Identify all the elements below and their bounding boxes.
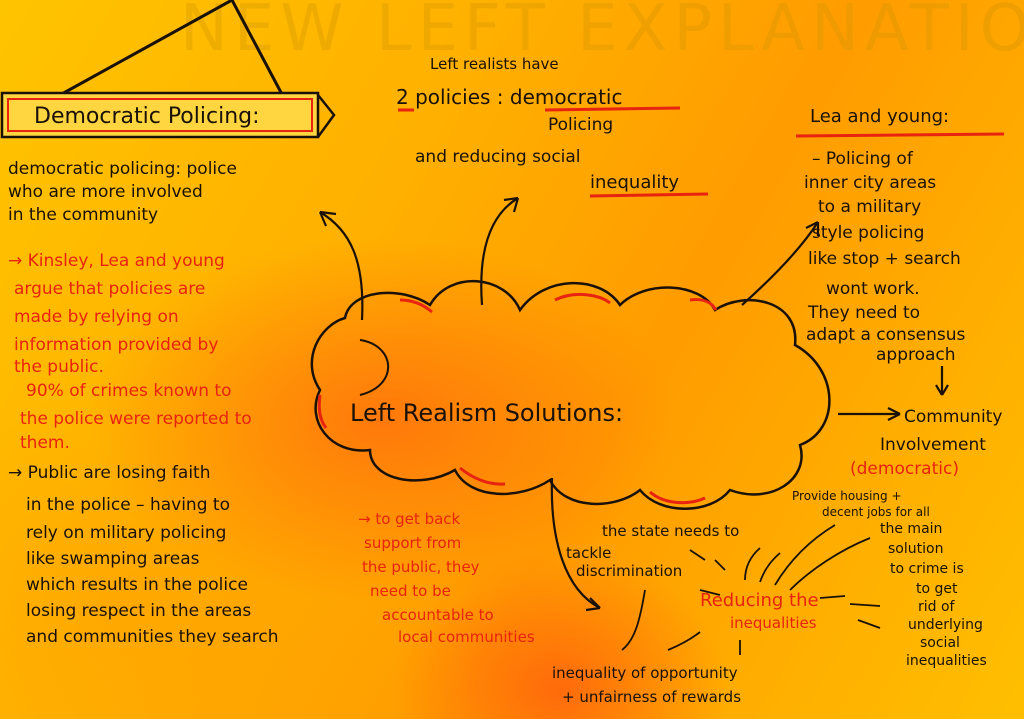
underline-democratic <box>544 106 681 112</box>
reducing-line: inequalities <box>730 614 817 632</box>
lea-young-line: like stop + search <box>808 249 961 269</box>
solution-line: to get <box>916 581 958 597</box>
cloud-outline <box>310 280 831 510</box>
kinsley-line: the police were reported to <box>20 409 252 429</box>
faith-line: losing respect in the areas <box>26 601 252 621</box>
underline-lea-young <box>795 132 1005 138</box>
kinsley-line: argue that policies are <box>14 279 206 299</box>
solution-line: social <box>920 635 960 651</box>
kinsley-line: → Kinsley, Lea and young <box>8 251 225 271</box>
kinsley-line: 90% of crimes known to <box>26 381 232 401</box>
policies-democratic: democratic <box>509 85 623 109</box>
cloud-red-accent <box>554 292 611 305</box>
banner-title: Democratic Policing: <box>34 104 260 129</box>
background-title: NEW LEFT EXPLANATIONS <box>180 0 1024 66</box>
policies-policing: Policing <box>548 115 614 135</box>
definition-line: democratic policing: police <box>8 159 237 179</box>
community-line2: Involvement <box>880 435 986 455</box>
policies-reducing: and reducing social <box>415 147 581 167</box>
reducing-line: Reducing the <box>700 590 819 611</box>
kinsley-line: the public. <box>14 357 104 377</box>
kinsley-line: made by relying on <box>14 307 179 327</box>
cloud-red-accent <box>317 394 328 429</box>
faith-line: like swamping areas <box>26 549 200 569</box>
support-line: → to get back <box>358 510 461 528</box>
community-line1: Community <box>904 407 1003 427</box>
kinsley-line: information provided by <box>14 335 219 355</box>
opportunity-line: inequality of opportunity <box>552 664 738 682</box>
lea-young-line: wont work. <box>826 279 920 299</box>
lea-young-line: to a military <box>818 197 922 217</box>
support-line: accountable to <box>382 606 494 624</box>
arrow-to-democratic-policing <box>319 211 364 321</box>
cloud-title: Left Realism Solutions: <box>350 399 624 427</box>
faith-line: → Public are losing faith <box>8 463 211 483</box>
banner-inner-box <box>7 98 313 132</box>
policies-text: policies : <box>408 85 510 109</box>
solution-line: inequalities <box>906 653 987 669</box>
banner-tail <box>316 94 336 138</box>
definition-line: who are more involved <box>8 182 203 202</box>
housing-line: Provide housing + <box>792 489 902 503</box>
faith-line: which results in the police <box>26 575 248 595</box>
faith-line: and communities they search <box>26 627 279 647</box>
support-line: need to be <box>370 582 451 600</box>
solution-line: to crime is <box>890 561 964 577</box>
solution-line: the main <box>880 521 943 537</box>
solution-line: underlying <box>908 617 983 633</box>
lea-young-line: approach <box>876 345 956 365</box>
policies-line: 2 policies : democratic <box>396 86 622 108</box>
arrow-to-lea-young <box>741 221 819 306</box>
arrow-to-policies <box>480 197 519 306</box>
lea-young-line: – Policing of <box>812 149 913 169</box>
state-line: tackle <box>566 544 612 562</box>
support-line: the public, they <box>362 558 480 576</box>
support-line: support from <box>364 534 462 552</box>
cloud-red-accent <box>649 490 706 505</box>
state-line: discrimination <box>576 562 683 580</box>
kinsley-line: them. <box>20 433 70 453</box>
solution-line: solution <box>888 541 944 557</box>
community-line3: (democratic) <box>850 459 959 479</box>
cloud-red-accent <box>689 298 718 311</box>
faith-line: rely on military policing <box>26 523 227 543</box>
lea-young-line: They need to <box>808 303 921 323</box>
support-line: local communities <box>398 628 535 646</box>
triangle-outline <box>59 0 287 101</box>
policies-intro: Left realists have <box>430 55 559 73</box>
arrow-to-inequalities <box>550 477 601 609</box>
housing-line: decent jobs for all <box>822 505 930 519</box>
state-line: the state needs to <box>602 522 740 540</box>
policies-count: 2 <box>396 85 409 109</box>
definition-line: in the community <box>8 205 159 225</box>
cloud-red-accent <box>459 466 506 486</box>
inequality-rays <box>621 524 881 655</box>
underline-inequality <box>589 192 709 198</box>
lea-young-line: inner city areas <box>804 173 937 193</box>
cloud-inner-curl <box>359 339 390 396</box>
policies-inequality: inequality <box>590 172 680 193</box>
lea-young-heading: Lea and young: <box>810 106 950 127</box>
lea-young-line: adapt a consensus <box>806 325 966 345</box>
faith-line: in the police – having to <box>26 495 230 515</box>
opportunity-line: + unfairness of rewards <box>562 688 742 706</box>
cloud-red-accent <box>399 298 433 314</box>
lea-young-line: style policing <box>812 223 925 243</box>
solution-line: rid of <box>918 599 955 615</box>
